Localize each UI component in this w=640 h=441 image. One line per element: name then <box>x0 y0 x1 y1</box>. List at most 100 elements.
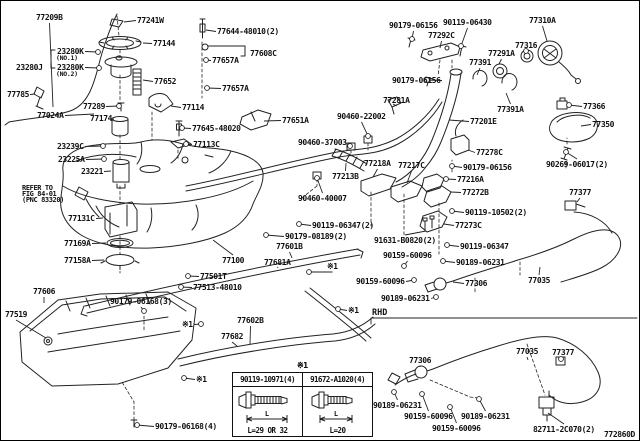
part-label: 77606 <box>33 287 56 296</box>
part-label: 77289 <box>83 102 106 111</box>
fastener-table: 90119-10971(4) 91672-A1020(4) L L=29 OR … <box>232 372 373 437</box>
part-label: 77158A <box>64 256 91 265</box>
part-label: 77217C <box>398 161 425 170</box>
footnote-marker: ※1 <box>196 375 207 384</box>
part-label: 77652 <box>154 77 177 86</box>
dim-label: L <box>265 410 269 418</box>
table-header-cell: 91672-A1020(4) <box>302 373 372 386</box>
part-label: 90159-60096 <box>404 412 453 421</box>
table-body-cell: L L=20 <box>302 387 372 436</box>
part-label: 77218A <box>364 159 391 168</box>
fuel-cap-art <box>537 40 563 66</box>
part-label: 82711-2C070(2) <box>533 425 595 434</box>
fuel-tank-art <box>60 139 264 249</box>
part-label: 90119-10502(2) <box>465 208 527 217</box>
part-label: 90189-06231 <box>373 401 422 410</box>
part-label: 77681A <box>264 258 291 267</box>
fastener-table-header: 90119-10971(4) 91672-A1020(4) <box>233 373 372 387</box>
part-label: 77241W <box>137 16 164 25</box>
dim-label: L <box>334 410 338 418</box>
part-label: 77645-48020 <box>192 124 241 133</box>
part-label: 77035 <box>528 276 551 285</box>
part-label: 77281A <box>383 96 410 105</box>
part-label: 77278C <box>476 148 503 157</box>
part-label: 77201E <box>470 117 497 126</box>
part-label: 77785 <box>7 90 30 99</box>
part-label: 77114 <box>182 103 205 112</box>
bolt-icon: L <box>238 391 288 423</box>
bolt-length: L=29 OR 32 <box>247 426 288 435</box>
footnote-marker: ※1 <box>182 320 193 329</box>
part-label: 77391A <box>497 105 524 114</box>
part-label: 90179-06168(4) <box>155 422 217 431</box>
part-label: 77209B <box>36 13 63 22</box>
part-label: 90460-37003 <box>298 138 347 147</box>
part-label: 77657A <box>212 56 239 65</box>
part-label: 90119-06347(2) <box>312 221 374 230</box>
part-label: 77644-48010(2) <box>217 27 279 36</box>
part-label: 77100 <box>222 256 245 265</box>
part-label: 77035 <box>516 347 539 356</box>
part-label: 77608C <box>250 49 277 58</box>
part-label: 23221 <box>81 167 104 176</box>
part-label: 90179-08189(2) <box>285 232 347 241</box>
part-label: 77657A <box>222 84 249 93</box>
part-label: 90159-60096 <box>383 251 432 260</box>
part-label: 77144 <box>153 39 176 48</box>
part-label: 23239C <box>57 142 84 151</box>
part-label: 77377 <box>552 348 575 357</box>
footnote-marker: ※1 <box>297 361 308 370</box>
part-label: 77169A <box>64 239 91 248</box>
part-label: 77131C <box>68 214 95 223</box>
part-label: 77501T <box>200 272 227 281</box>
fastener-table-body: L L=29 OR 32 L L=20 <box>233 387 372 436</box>
part-label: 90119-06347 <box>460 242 509 251</box>
footnote-marker: ※1 <box>327 262 338 271</box>
part-label: 90460-22002 <box>337 112 386 121</box>
part-label: 77391 <box>469 58 492 67</box>
footnote-marker: ※1 <box>348 306 359 315</box>
part-label: REFER TO <box>22 184 53 192</box>
part-label: 77291A <box>488 49 515 58</box>
part-label: 77651A <box>282 116 309 125</box>
part-label: 77306 <box>409 356 432 365</box>
part-label: 91631-B0820(2) <box>374 236 436 245</box>
part-label: 90179-06168(3) <box>110 297 172 306</box>
part-label: 90460-40007 <box>298 194 347 203</box>
part-label: 77213B <box>332 172 359 181</box>
part-label: 77174 <box>90 114 113 123</box>
part-label: 90179-06156 <box>392 76 441 85</box>
part-label: 77366 <box>583 102 606 111</box>
bolt-length: L=20 <box>329 426 346 435</box>
part-label: 77601B <box>276 242 303 251</box>
part-label: 77602B <box>237 316 264 325</box>
part-label: 90179-06156 <box>463 163 512 172</box>
part-label: 77216A <box>457 175 484 184</box>
part-label: 90189-06231 <box>456 258 505 267</box>
rhd-section-label: RHD <box>372 308 388 318</box>
part-label: 77513-48010 <box>193 283 242 292</box>
part-label: 23280K <box>57 63 84 72</box>
part-label: 77113C <box>193 140 220 149</box>
part-label: FIG 84-01 <box>22 190 57 198</box>
part-label: 23280J <box>16 63 43 72</box>
part-label: 77292C <box>428 31 455 40</box>
part-label: 90159-60096 <box>356 277 405 286</box>
part-label: 77273C <box>455 221 482 230</box>
part-label: 90269-06017(2) <box>546 160 608 169</box>
part-label: 23225A <box>58 155 85 164</box>
part-label: 90159-60096 <box>432 424 481 433</box>
part-label: 23280K <box>57 47 84 56</box>
part-label: 90179-06156 <box>389 21 438 30</box>
part-label: 90189-06231 <box>461 412 510 421</box>
table-header-cell: 90119-10971(4) <box>240 375 295 384</box>
table-body-cell: L L=29 OR 32 <box>233 387 302 436</box>
part-label: (PNC 83320) <box>22 196 64 204</box>
part-label: 77316 <box>515 41 538 50</box>
part-label: 77682 <box>221 332 244 341</box>
part-label: 77350 <box>592 120 615 129</box>
part-label: 77310A <box>529 16 556 25</box>
leader-lines <box>15 20 592 428</box>
